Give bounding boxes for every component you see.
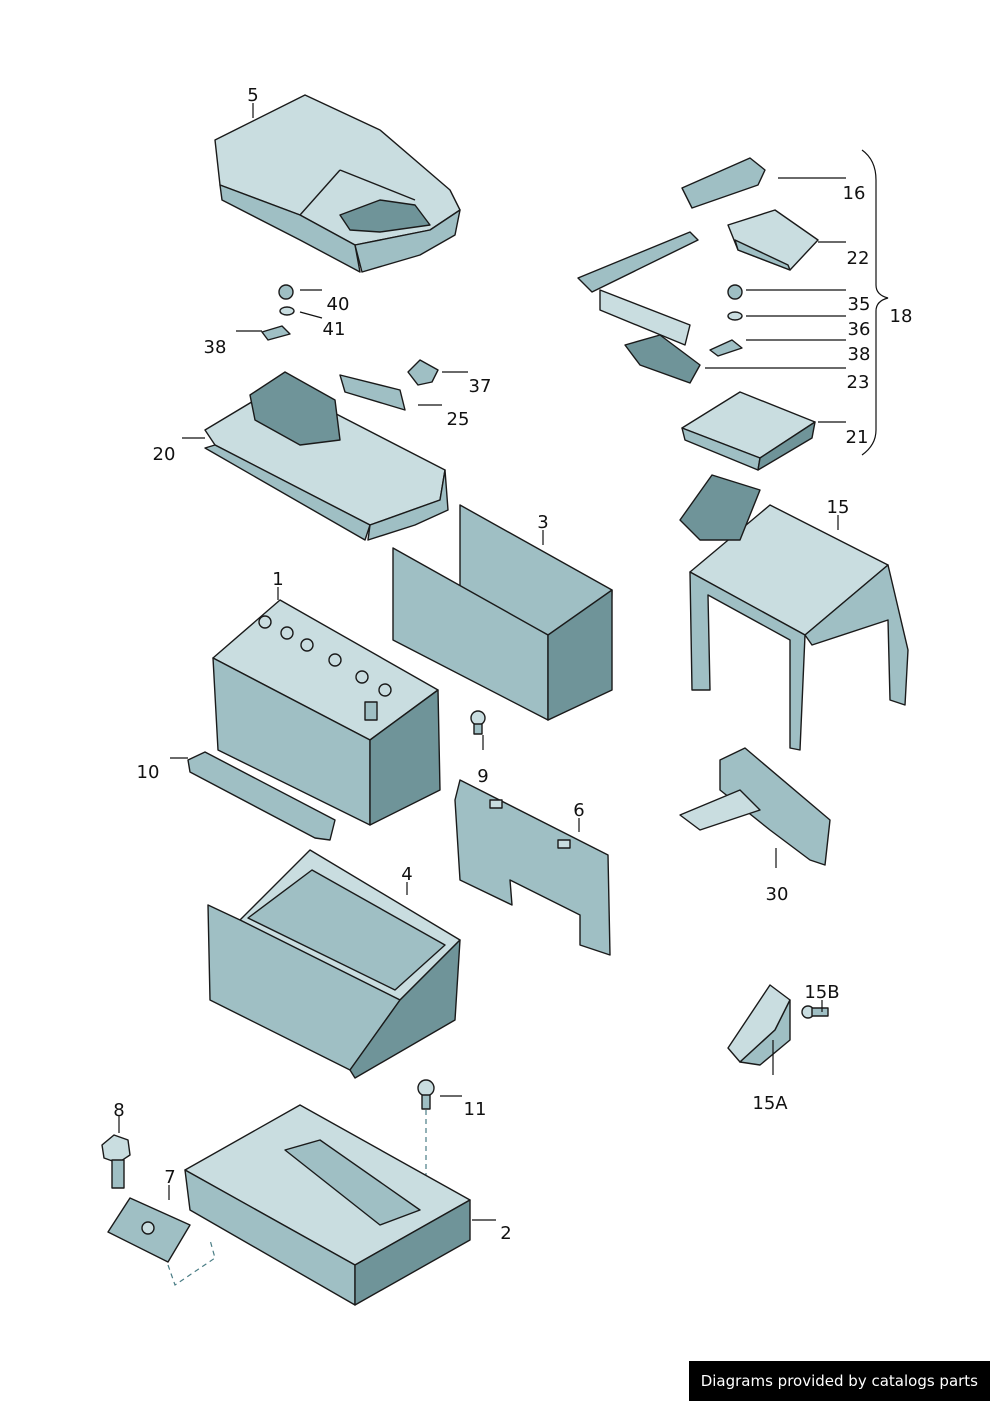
part-8-bolt: [101, 1134, 131, 1189]
part-36-washer: [727, 311, 743, 321]
callout-15: 15: [827, 497, 850, 518]
callout-7: 7: [164, 1167, 175, 1188]
part-16-cover-cap: [681, 157, 766, 209]
part-5-battery-cover: [214, 94, 461, 273]
part-9-screw: [470, 710, 486, 735]
callout-40: 40: [327, 294, 350, 315]
callout-22: 22: [847, 248, 870, 269]
part-21-fuse-holder: [681, 391, 816, 471]
callout-1: 1: [272, 569, 283, 590]
callout-11: 11: [464, 1099, 487, 1120]
part-11-bolt: [417, 1079, 435, 1110]
part-40-nut: [278, 284, 294, 300]
callout-10: 10: [137, 762, 160, 783]
part-6-heat-shield: [454, 779, 611, 956]
part-2-battery-tray: [184, 1104, 471, 1306]
part-15-battery-bracket: [679, 474, 909, 751]
callout-25: 25: [447, 409, 470, 430]
callout-35: 35: [848, 294, 871, 315]
part-41-washer: [279, 306, 295, 316]
callout-15b: 15B: [804, 982, 839, 1003]
callout-3: 3: [537, 512, 548, 533]
callout-20: 20: [153, 444, 176, 465]
callout-23: 23: [847, 372, 870, 393]
part-4-battery-box: [207, 849, 461, 1079]
part-7-clamping-plate: [107, 1197, 191, 1263]
callout-38-right: 38: [848, 344, 871, 365]
callout-21: 21: [846, 427, 869, 448]
part-15a-control-module: [727, 984, 791, 1066]
callout-38-left: 38: [204, 337, 227, 358]
part-22-control-unit: [727, 209, 819, 271]
callout-6: 6: [573, 800, 584, 821]
part-35-nut: [727, 284, 743, 300]
callout-15a: 15A: [752, 1093, 788, 1114]
callout-37: 37: [469, 376, 492, 397]
callout-30: 30: [766, 884, 789, 905]
callout-18: 18: [890, 306, 913, 327]
callout-4: 4: [401, 864, 412, 885]
callout-16: 16: [843, 183, 866, 204]
part-20-terminal-carrier: [204, 371, 449, 541]
part-3-insulation: [392, 504, 613, 721]
callout-9: 9: [477, 766, 488, 787]
part-37-fuse: [407, 359, 439, 386]
group-18-bracket: [861, 149, 889, 456]
callout-36: 36: [848, 319, 871, 340]
part-1-battery: [212, 599, 441, 826]
part-23-cable-terminal: [577, 231, 701, 384]
footer-credit: Diagrams provided by catalogs parts: [688, 1361, 990, 1401]
part-10-hold-down-clamp: [187, 751, 336, 841]
callout-8: 8: [113, 1100, 124, 1121]
part-38-terminal-left: [261, 325, 291, 341]
part-15b-screw: [801, 1005, 829, 1019]
callout-2: 2: [500, 1223, 511, 1244]
part-38-terminal-right: [709, 339, 743, 357]
callout-41: 41: [323, 319, 346, 340]
callout-5: 5: [247, 85, 258, 106]
part-30-cable-guide: [679, 747, 831, 866]
